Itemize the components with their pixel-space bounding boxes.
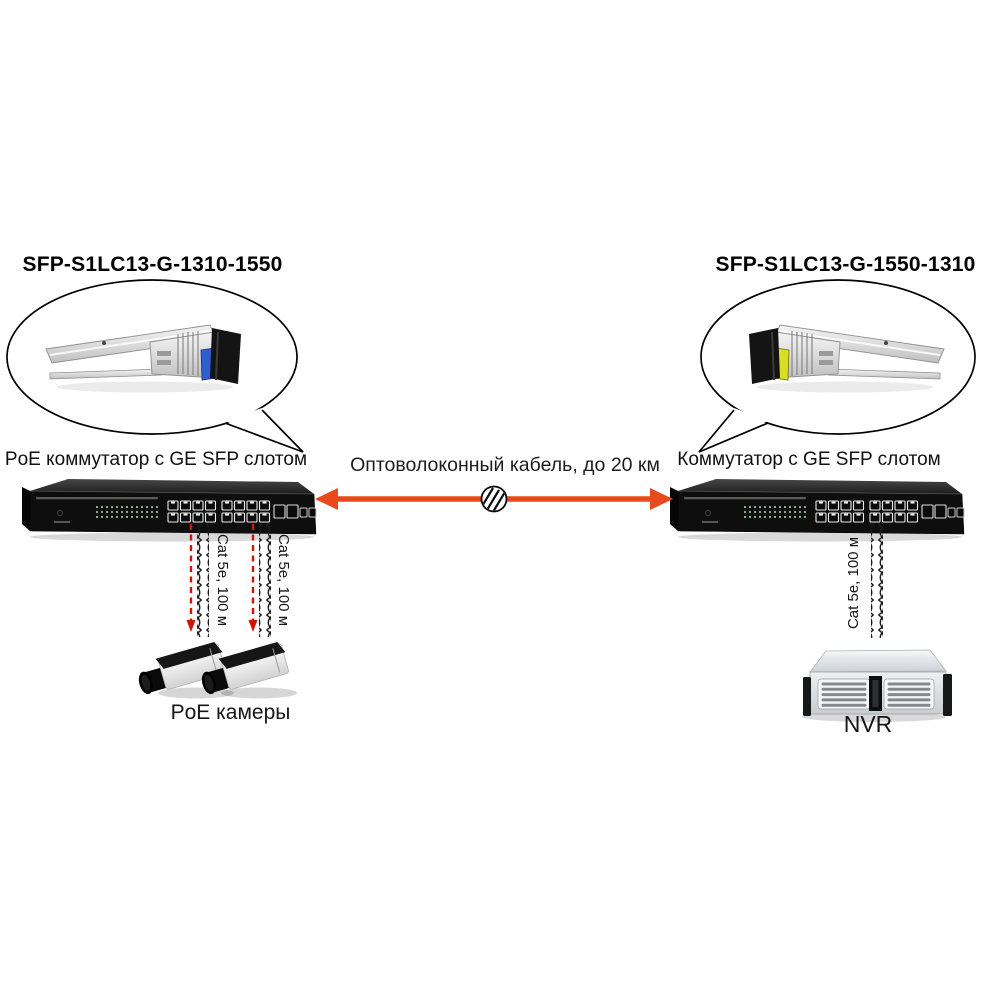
- poe-switch-device: [22, 479, 316, 542]
- fiber-link-arrow: [315, 485, 673, 513]
- cameras-caption: PoE камеры: [170, 701, 291, 724]
- sfp-module-left-icon: [45, 324, 241, 393]
- twisted-pair-icon: [259, 523, 271, 637]
- single-fiber-symbol-icon: [480, 485, 508, 513]
- sfp-module-right-icon: [749, 324, 945, 393]
- utp-cable-cam1: [186, 523, 209, 637]
- cable-label-cam2: Cat 5e, 100 м: [275, 533, 292, 627]
- cable-label-cam1: Cat 5e, 100 м: [214, 533, 231, 627]
- twisted-pair-icon: [197, 523, 209, 637]
- utp-cable-nvr: [871, 522, 883, 638]
- nvr-device: [802, 649, 952, 722]
- fiber-cable-label: Оптоволоконный кабель, до 20 км: [350, 454, 660, 476]
- cable-label-nvr: Cat 5e, 100 м: [845, 536, 862, 630]
- switch-caption: Коммутатор с GE SFP слотом: [677, 449, 941, 470]
- sfp-model-right: SFP-S1LC13-G-1550-1310: [715, 253, 976, 276]
- poe-switch-caption: PoE коммутатор с GE SFP слотом: [4, 449, 308, 470]
- sfp-model-left: SFP-S1LC13-G-1310-1550: [22, 253, 283, 276]
- utp-cable-cam2: [248, 523, 271, 637]
- nvr-caption: NVR: [843, 711, 893, 737]
- switch-device: [670, 479, 964, 542]
